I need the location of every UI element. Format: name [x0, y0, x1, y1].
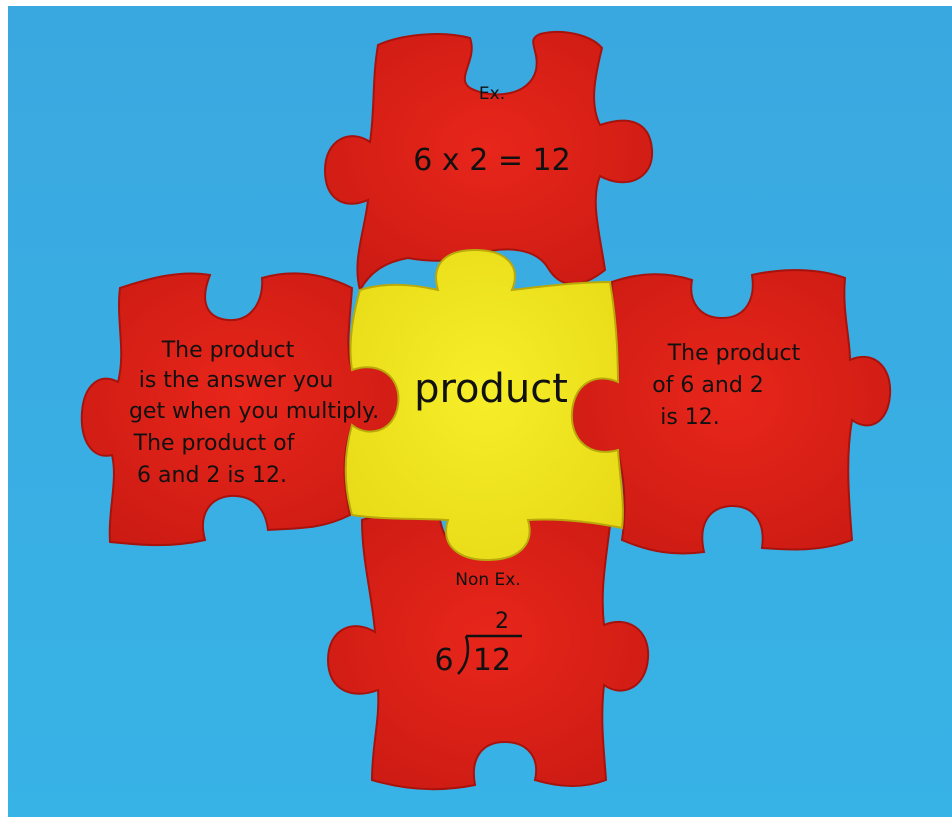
right-piece-text: The product of 6 and 2 is 12. — [652, 341, 800, 430]
left-piece-line: The product — [161, 338, 295, 363]
left-puzzle-piece — [80, 272, 400, 547]
division-divisor: 6 — [434, 643, 453, 678]
right-piece-line: of 6 and 2 — [652, 373, 764, 398]
left-piece-line: 6 and 2 is 12. — [137, 463, 287, 488]
division-dividend: 12 — [473, 643, 511, 678]
long-division-example: 2 6 12 — [434, 609, 522, 678]
left-piece-line: get when you multiply. — [129, 399, 379, 424]
center-piece-word: product — [414, 366, 568, 412]
top-piece-equation: 6 x 2 = 12 — [413, 143, 570, 178]
left-piece-line: The product of — [133, 431, 296, 456]
top-piece-heading: Ex. — [479, 84, 505, 104]
left-piece-text: The product is the answer you get when y… — [129, 338, 379, 488]
top-puzzle-piece — [323, 30, 654, 293]
division-bracket — [457, 635, 470, 675]
division-quotient: 2 — [495, 609, 509, 634]
right-piece-line: is 12. — [660, 405, 720, 430]
center-puzzle-piece — [344, 248, 624, 562]
right-piece-line: The product — [667, 341, 801, 366]
bottom-piece-heading: Non Ex. — [455, 570, 521, 590]
left-piece-line: is the answer you — [139, 368, 334, 393]
